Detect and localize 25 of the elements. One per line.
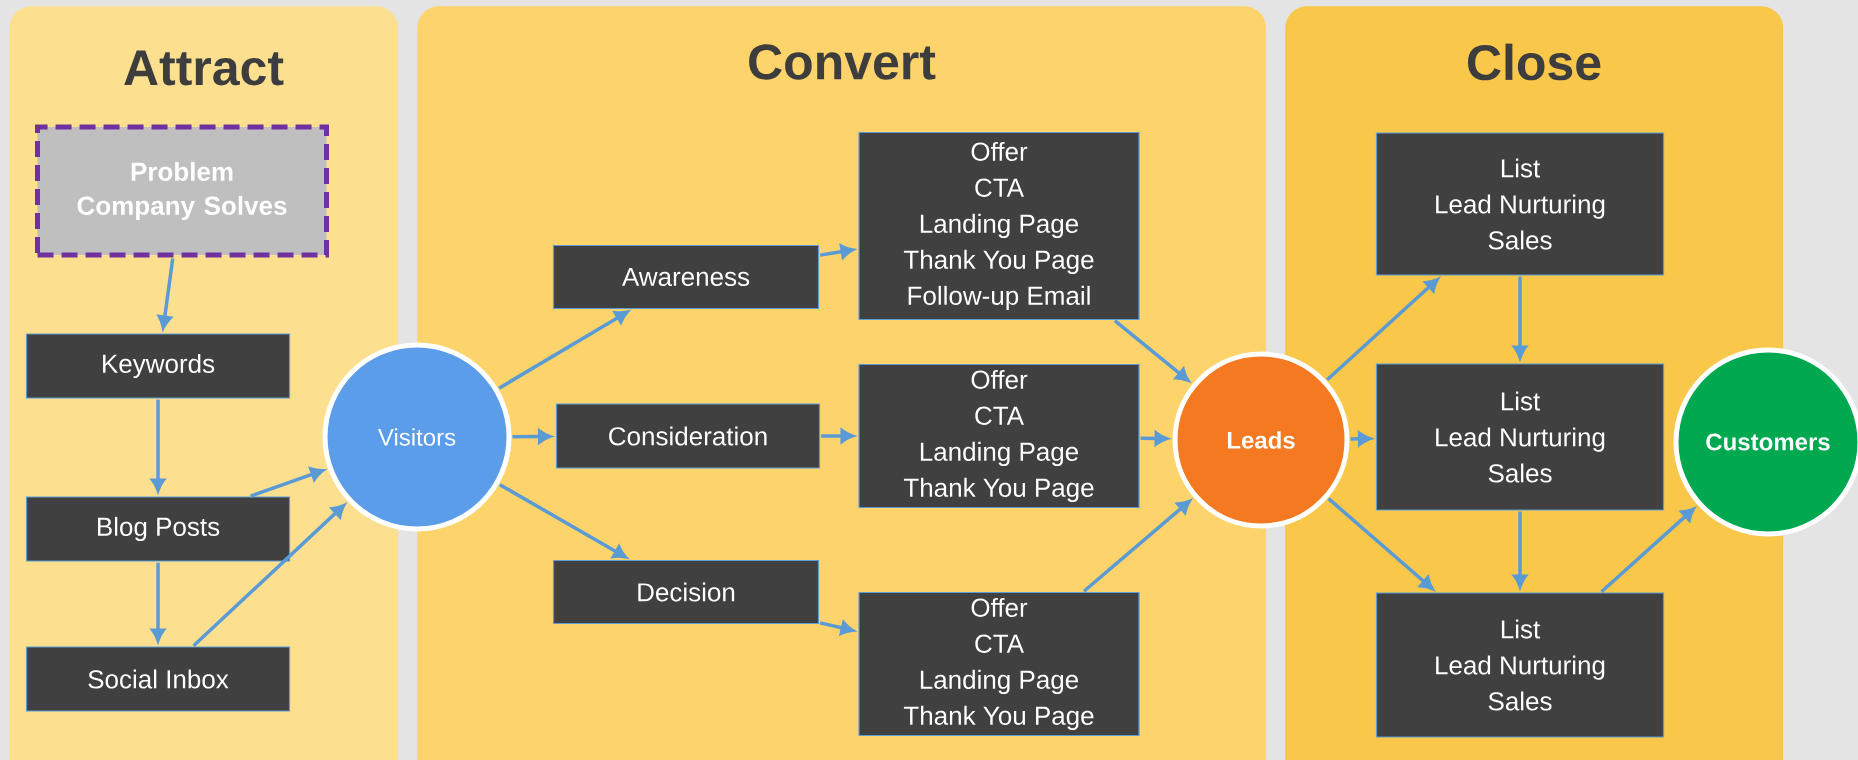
arrow [1326,278,1439,382]
step-box: Awareness [552,244,820,310]
step-box: List Lead Nurturing Sales [1375,132,1665,276]
step-box: Social Inbox [25,646,291,712]
arrow [1327,497,1434,591]
step-box: List Lead Nurturing Sales [1375,363,1665,511]
arrow [1113,319,1190,382]
arrow [250,467,324,498]
step-box: Blog Posts [25,496,291,562]
arrow [1140,431,1169,446]
step-box: Decision [552,559,820,625]
arrow [1600,507,1695,594]
arrow [498,310,629,390]
step-box: Consideration [555,403,821,469]
arrow [192,504,346,647]
arrow [157,258,175,330]
arrow [819,244,855,259]
arrow [1082,499,1191,593]
problem-box: Problem Company Solves [35,124,329,258]
step-box: Keywords [25,333,291,399]
step-box: List Lead Nurturing Sales [1375,592,1665,738]
step-box: Offer CTA Landing Page Thank You Page Follow-up Email [858,131,1140,321]
step-box: Offer CTA Landing Page Thank You Page [858,363,1140,509]
arrow [498,483,627,559]
step-box: Offer CTA Landing Page Thank You Page [858,591,1140,737]
